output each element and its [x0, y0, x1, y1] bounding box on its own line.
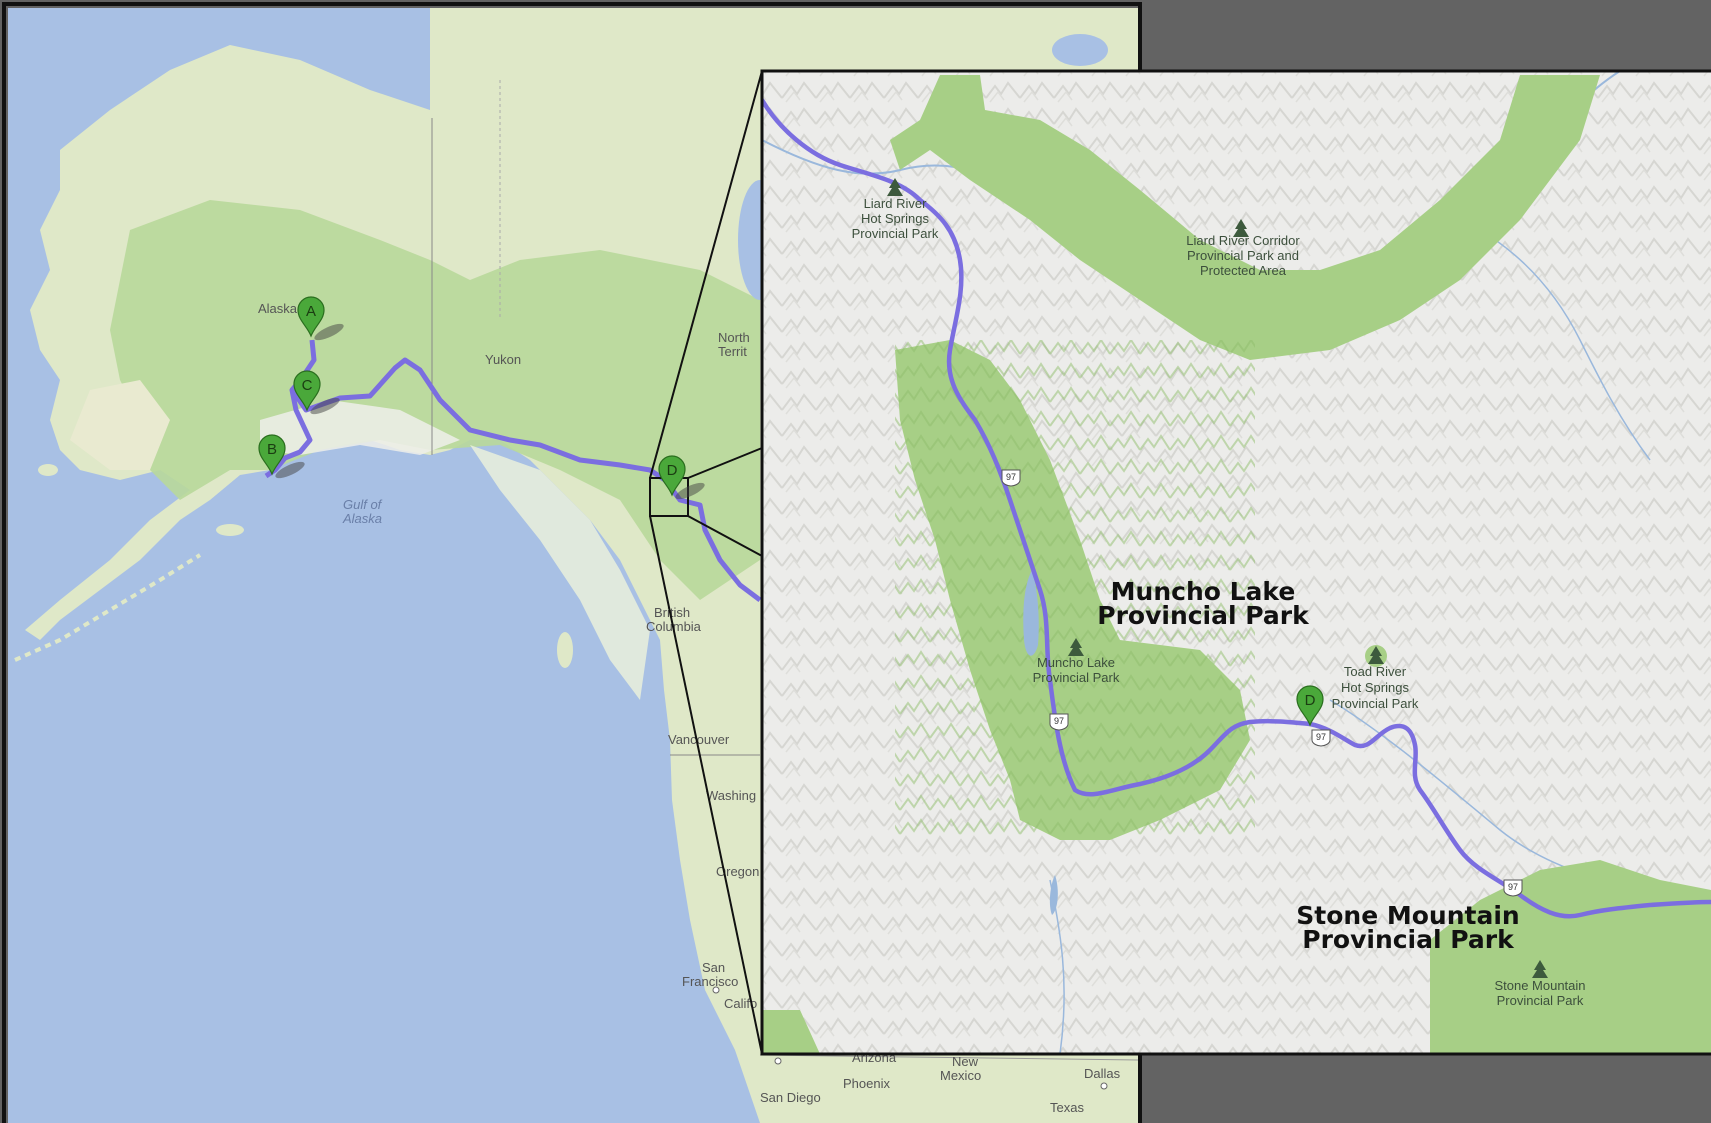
- label-new-mexico: New: [952, 1054, 979, 1069]
- tree-icon: [887, 178, 903, 196]
- marker-a[interactable]: A: [297, 296, 346, 343]
- label-alaska: Alaska: [258, 301, 298, 316]
- city-dot: [712, 986, 720, 994]
- label-yukon: Yukon: [485, 352, 521, 367]
- highway-shield: 97: [1001, 469, 1021, 487]
- label-sf: San: [702, 960, 725, 975]
- tree-icon: [1368, 646, 1384, 664]
- marker-d[interactable]: D: [658, 455, 707, 502]
- label-muncho-big: Provincial Park: [1097, 601, 1310, 630]
- tree-icon: [1068, 638, 1084, 656]
- svg-text:97: 97: [1054, 716, 1064, 726]
- map-pin-icon: [297, 296, 325, 338]
- map-pin-icon: [1296, 685, 1324, 727]
- svg-text:C: C: [302, 377, 313, 394]
- inset-map: 97 97 97 97 Liard River Hot Springs Prov…: [762, 71, 1711, 1054]
- map-pin-icon: [293, 370, 321, 412]
- marker-c[interactable]: C: [293, 370, 342, 417]
- park-liard-corridor: [890, 75, 1600, 360]
- label-washington: Washing: [706, 788, 756, 803]
- highway-shield: 97: [1049, 713, 1069, 731]
- city-dot: [1100, 1082, 1108, 1090]
- svg-text:97: 97: [1006, 472, 1016, 482]
- city-dot: [774, 1057, 782, 1065]
- label-toad-river: Toad River: [1344, 664, 1407, 679]
- label-texas: Texas: [1050, 1100, 1084, 1115]
- label-muncho-small: Provincial Park: [1033, 670, 1120, 685]
- highway-shield: 97: [1503, 879, 1523, 897]
- label-muncho-big: Muncho Lake: [1111, 577, 1296, 606]
- label-gulf: Gulf of: [343, 497, 383, 512]
- label-liard-hot-springs: Provincial Park: [852, 226, 939, 241]
- label-gulf: Alaska: [342, 511, 382, 526]
- marker-b[interactable]: B: [258, 434, 307, 481]
- tree-icon: [1233, 219, 1249, 237]
- svg-text:B: B: [267, 441, 277, 458]
- label-northwest: North: [718, 330, 750, 345]
- label-dallas: Dallas: [1084, 1066, 1121, 1081]
- island: [557, 632, 573, 668]
- label-sf: Francisco: [682, 974, 738, 989]
- forest-area: [110, 200, 760, 600]
- label-liard-corridor: Provincial Park and: [1187, 248, 1299, 263]
- map-pin-icon: [658, 455, 686, 497]
- label-muncho-small: Muncho Lake: [1037, 655, 1115, 670]
- park-corner: [762, 1010, 820, 1054]
- svg-text:A: A: [306, 303, 316, 320]
- label-san-diego: San Diego: [760, 1090, 821, 1105]
- us-mexico-border: [759, 1054, 1138, 1061]
- lake: [1052, 34, 1108, 66]
- island: [38, 464, 58, 476]
- label-liard-corridor: Protected Area: [1200, 263, 1287, 278]
- label-liard-hot-springs: Liard River: [864, 196, 928, 211]
- label-stone-small: Stone Mountain: [1494, 978, 1585, 993]
- mountain-snow-bc: [470, 445, 650, 700]
- label-liard-hot-springs: Hot Springs: [861, 211, 929, 226]
- svg-text:D: D: [1305, 692, 1316, 709]
- label-toad-river: Hot Springs: [1341, 680, 1409, 695]
- label-vancouver: Vancouver: [668, 732, 730, 747]
- zoom-connector: [649, 70, 763, 1055]
- route-overview: [264, 339, 762, 602]
- tree-icon: [1532, 960, 1548, 978]
- label-northwest: Territ: [718, 344, 747, 359]
- label-new-mexico: Mexico: [940, 1068, 981, 1083]
- label-toad-river: Provincial Park: [1332, 696, 1419, 711]
- label-stone-small: Provincial Park: [1497, 993, 1584, 1008]
- island: [216, 524, 244, 536]
- park-stone-mountain: [1430, 860, 1711, 1054]
- lake-muncho: [1023, 570, 1039, 656]
- route-inset: [762, 97, 1711, 919]
- inset-marker-d[interactable]: D: [1296, 685, 1324, 727]
- label-stone-big: Stone Mountain: [1296, 901, 1519, 930]
- svg-text:97: 97: [1508, 882, 1518, 892]
- label-bc: British: [654, 605, 690, 620]
- label-stone-big: Provincial Park: [1302, 925, 1515, 954]
- highway-shield: 97: [1311, 729, 1331, 747]
- label-oregon: Oregon: [716, 864, 759, 879]
- lake-small: [1049, 875, 1058, 915]
- tundra-patch: [70, 380, 170, 470]
- svg-text:D: D: [667, 462, 678, 479]
- inset-frame: [760, 69, 1711, 1056]
- label-california: Califo: [724, 996, 757, 1011]
- terrain-relief-park: [895, 340, 1255, 840]
- label-phoenix: Phoenix: [843, 1076, 890, 1091]
- map-pin-icon: [258, 434, 286, 476]
- label-liard-corridor: Liard River Corridor: [1186, 233, 1300, 248]
- svg-text:97: 97: [1316, 732, 1326, 742]
- aleutian-islands: [14, 553, 202, 662]
- river: [1479, 229, 1651, 461]
